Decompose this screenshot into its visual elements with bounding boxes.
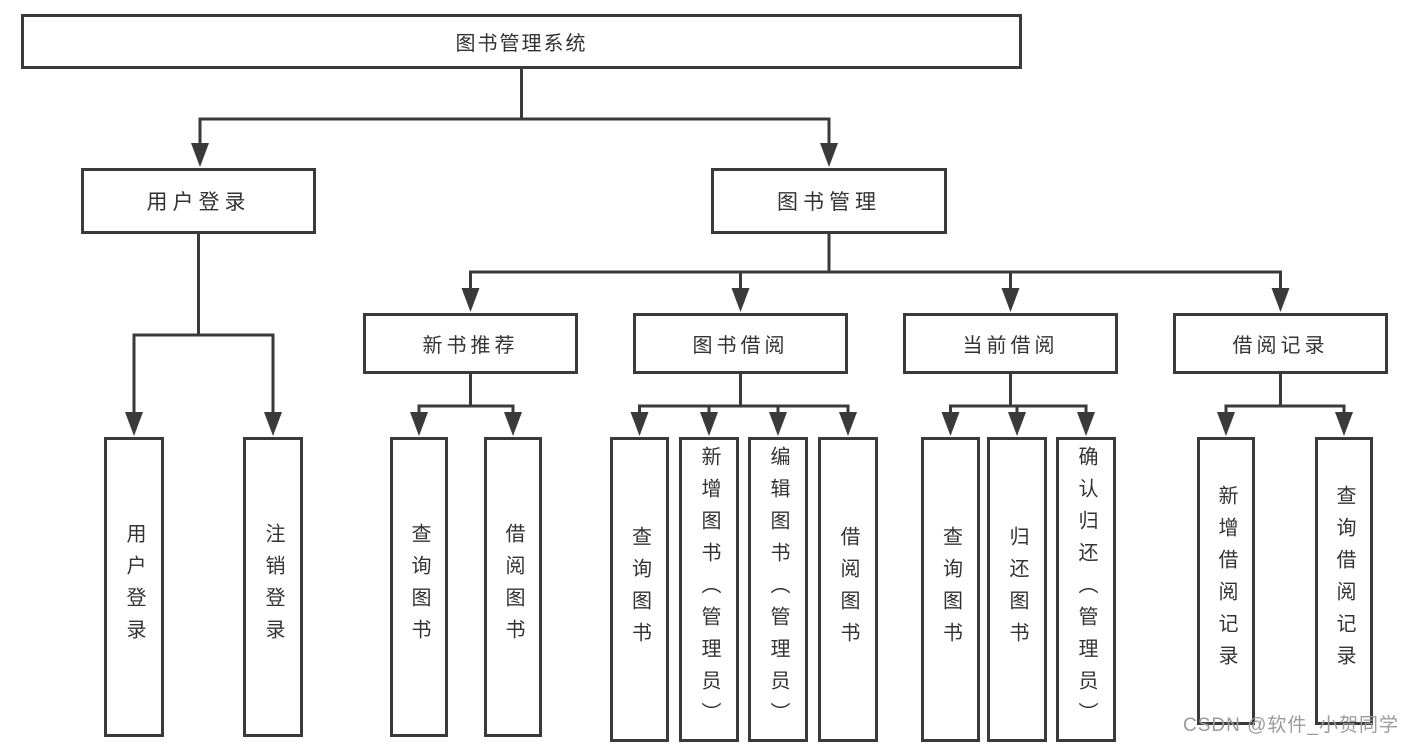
leaf-return-books: 归还图书 — [987, 437, 1047, 742]
arrowhead-icon — [839, 412, 857, 436]
arrowhead-icon — [125, 412, 143, 436]
leaf-add-borrow-record: 新增借阅记录 — [1197, 437, 1255, 725]
arrowhead-icon — [191, 143, 209, 167]
node-label: 借阅记录 — [1232, 335, 1329, 357]
connector-current-branch — [949, 372, 1088, 418]
node-label: 借阅图书 — [837, 525, 859, 654]
node-new-book-recommend: 新书推荐 — [363, 313, 578, 374]
arrowhead-icon — [461, 288, 480, 312]
leaf-query-borrow-record: 查询借阅记录 — [1315, 437, 1373, 725]
connector-borrow-branch — [638, 372, 850, 418]
node-book-management: 图书管理 — [711, 168, 947, 234]
leaf-edit-books-admin: 编辑图书（管理员） — [748, 437, 808, 742]
arrowhead-icon — [731, 288, 750, 312]
leaf-query-books-current: 查询图书 — [921, 437, 980, 742]
node-user-login: 用户登录 — [81, 168, 316, 234]
arrowhead-icon — [1217, 412, 1235, 436]
node-label: 图书借阅 — [692, 335, 789, 357]
node-current-borrow: 当前借阅 — [903, 313, 1118, 374]
csdn-watermark: CSDN @软件_小贺同学 — [1183, 715, 1399, 736]
node-label: 新增图书（管理员） — [698, 445, 720, 734]
leaf-confirm-return-admin: 确认归还（管理员） — [1056, 437, 1116, 742]
connector-books-branch — [469, 232, 1282, 294]
arrowheads — [125, 143, 1353, 436]
connector-login-branch — [132, 232, 275, 418]
arrowhead-icon — [410, 412, 428, 436]
node-label: 用户登录 — [146, 191, 251, 214]
node-label: 图书管理系统 — [455, 33, 588, 55]
node-label: 新增借阅记录 — [1215, 485, 1237, 677]
node-library-management-system: 图书管理系统 — [21, 14, 1022, 69]
arrowhead-icon — [504, 412, 522, 436]
leaf-query-books-recommend: 查询图书 — [390, 437, 448, 737]
arrowhead-icon — [769, 412, 787, 436]
node-label: 编辑图书（管理员） — [767, 445, 789, 734]
connector-root-branch — [198, 66, 831, 150]
arrowhead-icon — [630, 412, 649, 436]
leaf-query-books-borrow: 查询图书 — [610, 437, 669, 742]
connector-newbook-branch — [417, 372, 515, 418]
leaf-add-books-admin: 新增图书（管理员） — [679, 437, 739, 742]
node-label: 图书管理 — [777, 191, 881, 214]
leaf-user-login: 用户登录 — [104, 437, 164, 737]
node-label: 查询图书 — [628, 525, 651, 654]
node-label: 查询借阅记录 — [1333, 485, 1355, 677]
leaf-borrow-books: 借阅图书 — [818, 437, 878, 742]
arrowhead-icon — [1001, 288, 1020, 312]
node-label: 确认归还（管理员） — [1075, 445, 1097, 734]
node-label: 查询图书 — [939, 525, 962, 654]
leaf-borrow-books-recommend: 借阅图书 — [484, 437, 542, 737]
node-label: 归还图书 — [1006, 525, 1028, 654]
leaf-logout: 注销登录 — [243, 437, 303, 737]
arrowhead-icon — [1335, 412, 1353, 436]
node-label: 查询图书 — [408, 523, 430, 651]
node-label: 用户登录 — [123, 523, 145, 651]
node-label: 注销登录 — [262, 523, 284, 651]
node-label: 当前借阅 — [962, 335, 1059, 357]
arrowhead-icon — [1271, 288, 1290, 312]
arrowhead-icon — [941, 412, 960, 436]
connector-records-branch — [1224, 372, 1346, 418]
node-borrow-records: 借阅记录 — [1173, 313, 1388, 374]
node-label: 借阅图书 — [502, 523, 524, 651]
arrowhead-icon — [264, 412, 282, 436]
arrowhead-icon — [1008, 412, 1026, 436]
node-book-borrow: 图书借阅 — [633, 313, 848, 374]
node-label: 新书推荐 — [422, 335, 519, 357]
arrowhead-icon — [820, 143, 838, 167]
arrowhead-icon — [1077, 412, 1095, 436]
arrowhead-icon — [700, 412, 718, 436]
